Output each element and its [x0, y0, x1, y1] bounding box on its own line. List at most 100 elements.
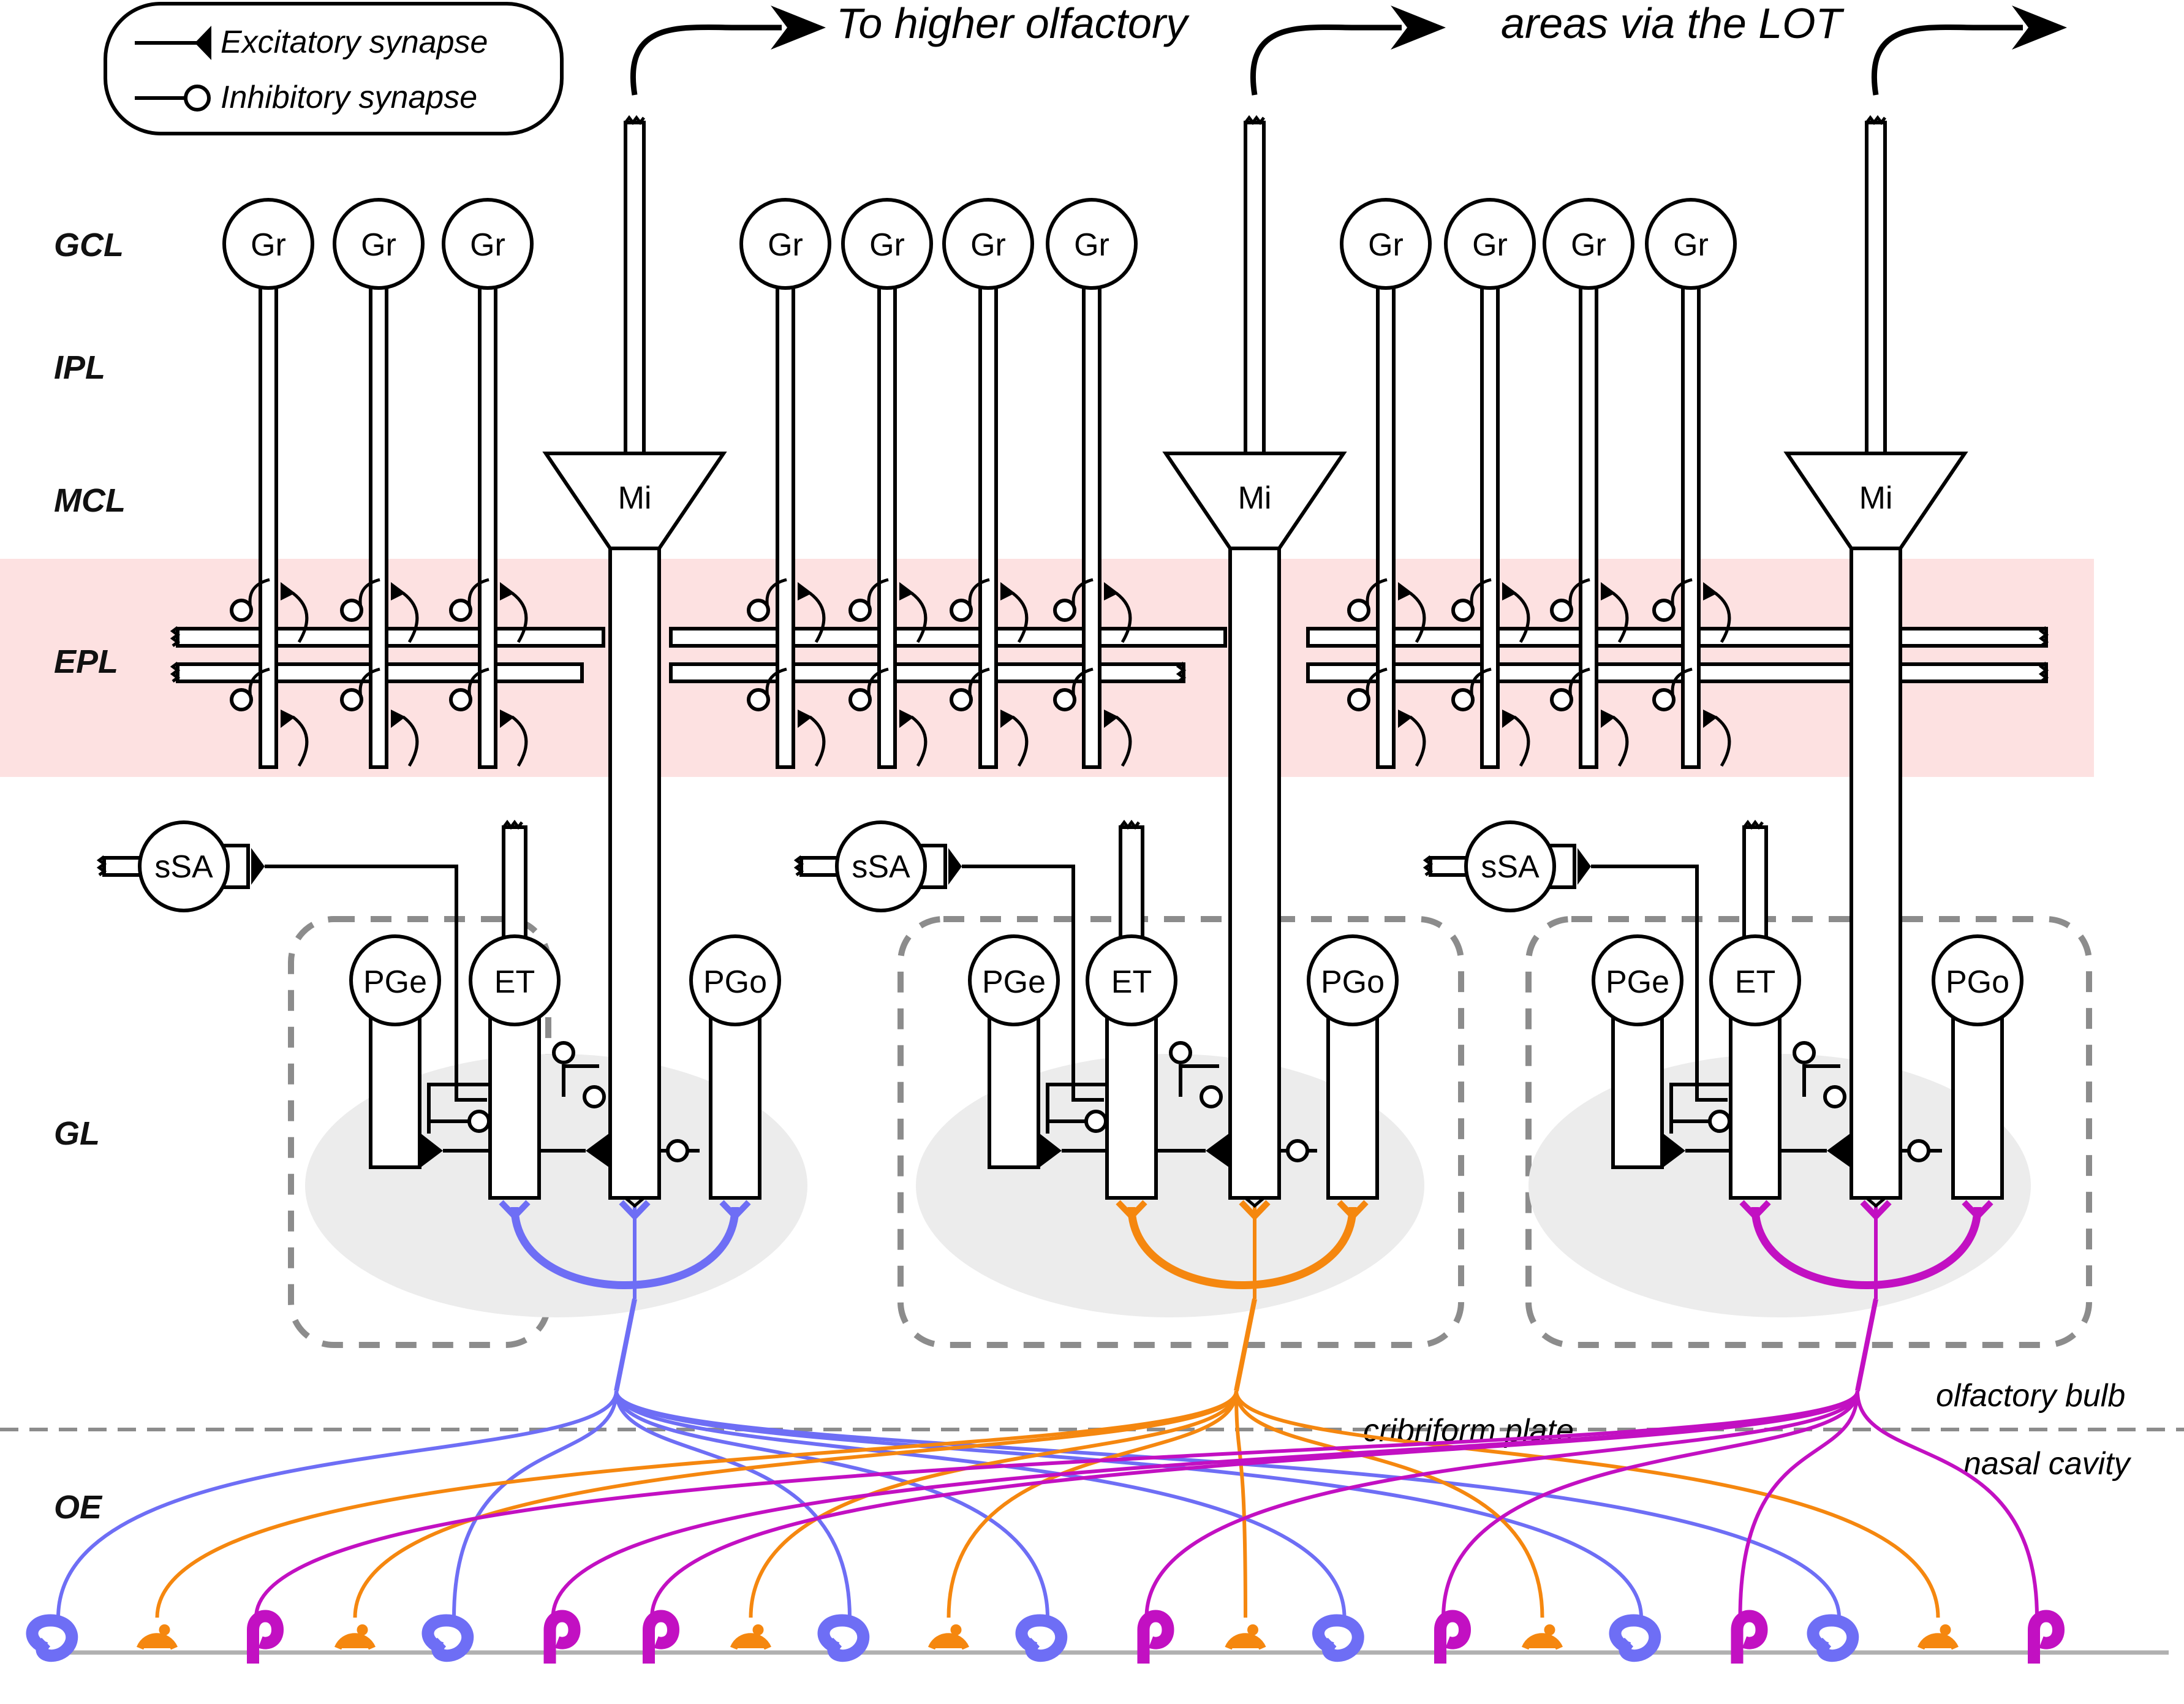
- olfactory-sensory-axon: [614, 1390, 852, 1618]
- granule-label: Gr: [970, 227, 1006, 263]
- granule-cell: Gr: [1444, 198, 1536, 769]
- spine: [1714, 716, 1731, 767]
- olfactory-sensory-axon: [155, 1390, 1238, 1618]
- pge-soma: [1592, 934, 1683, 1026]
- spine: [248, 578, 270, 611]
- spine: [1612, 716, 1629, 767]
- inhibitory-synapse: [1550, 688, 1573, 711]
- spine: [1470, 578, 1492, 611]
- excitatory-synapse: [1663, 1134, 1685, 1167]
- inhibitory-synapse: [230, 688, 253, 711]
- spine: [1513, 592, 1530, 643]
- output-arrow: [1250, 6, 1446, 96]
- synapse-line: [562, 1064, 599, 1097]
- receptor-cilia-blob: [1731, 1610, 1768, 1664]
- pge-label: PGe: [982, 964, 1046, 1000]
- spine: [867, 667, 889, 700]
- inhibitory-synapse: [1286, 1139, 1309, 1162]
- granule-dendrite: [1681, 268, 1701, 769]
- inhibitory-synapse: [1200, 1085, 1223, 1108]
- spine: [1671, 667, 1693, 700]
- granule-soma: [1645, 198, 1737, 290]
- sensory-neuron-ending: [543, 1610, 581, 1664]
- olfactory-sensory-axon: [1234, 1390, 1544, 1618]
- inhibitory-synapse: [1347, 688, 1370, 711]
- spine: [402, 716, 419, 767]
- et-dendrite: [1119, 825, 1144, 952]
- granule-dendrite: [1082, 268, 1101, 769]
- sensory-neuron-ending: [136, 1624, 178, 1650]
- olfactory-sensory-axon: [254, 1390, 1859, 1618]
- granule-cell: Gr: [1340, 198, 1432, 769]
- excitatory-synapse: [251, 848, 265, 885]
- pgo-body: [1951, 1015, 2004, 1200]
- inhibitory-synapse: [1169, 1041, 1192, 1064]
- inhibitory-synapse: [340, 688, 363, 711]
- olfactory-sensory-axon: [614, 1390, 1347, 1618]
- olfactory-sensory-axon: [1234, 1390, 1940, 1618]
- granule-label: Gr: [1673, 227, 1709, 263]
- granule-soma: [442, 198, 534, 290]
- granule-dendrite: [369, 268, 388, 769]
- mitral-soma: [542, 452, 727, 550]
- mitral-label: Mi: [618, 480, 652, 516]
- ssa-label: sSA: [1481, 849, 1540, 885]
- output-text-2: areas via the LOT: [1501, 0, 1845, 47]
- sensory-neuron-ending: [1015, 1614, 1068, 1662]
- receptor-cilia-blob: [334, 1633, 376, 1650]
- excitatory-synapse: [1398, 582, 1413, 600]
- ssa-soma: [138, 820, 230, 912]
- mitral-label: Mi: [1238, 480, 1272, 516]
- pgo-body: [1326, 1015, 1379, 1200]
- sensory-neuron-ending: [1917, 1624, 1959, 1650]
- inhibitory-synapse: [230, 599, 253, 622]
- inhibitory-synapse-icon: [184, 85, 211, 112]
- excitatory-synapse: [1703, 710, 1718, 728]
- inhibitory-synapse: [1652, 688, 1676, 711]
- receptor-knob: [950, 1624, 962, 1635]
- glomerulus-boundary: [1525, 916, 2092, 1348]
- spine: [358, 667, 380, 700]
- spine: [809, 716, 826, 767]
- inhibitory-synapse: [449, 599, 472, 622]
- mitral-primary-dendrite: [1850, 537, 1902, 1200]
- granule-cell: Gr: [1645, 198, 1737, 769]
- sensory-neuron-ending: [334, 1624, 376, 1650]
- inhibitory-synapse: [1451, 688, 1475, 711]
- granule-soma: [1543, 198, 1634, 290]
- olfactory-sensory-axon: [1738, 1390, 1859, 1618]
- mitral-soma: [1783, 452, 1968, 550]
- granule-dendrite: [259, 268, 278, 769]
- sensory-neuron-ending: [421, 1614, 474, 1662]
- granule-cell: Gr: [333, 198, 425, 769]
- inhibitory-synapse: [1907, 1139, 1930, 1162]
- excitatory-synapse: [798, 710, 812, 728]
- receptor-cilia-blob: [247, 1610, 284, 1664]
- granule-soma: [1444, 198, 1536, 290]
- excitatory-synapse: [948, 848, 962, 885]
- output-arrow: [630, 6, 826, 96]
- synapse-line: [427, 1083, 489, 1134]
- pge-body: [988, 1015, 1040, 1169]
- granule-label: Gr: [1368, 227, 1404, 263]
- output-arrow: [1872, 6, 2067, 96]
- excitatory-synapse: [1578, 848, 1591, 885]
- granule-soma: [1340, 198, 1432, 290]
- receptor-cilia-blob: [928, 1633, 969, 1650]
- mitral-lateral-dendrite: [669, 627, 1227, 648]
- inhibitory-synapse: [1652, 599, 1676, 622]
- receptor-cilia-blob: [1015, 1614, 1068, 1662]
- granule-dendrite: [1480, 268, 1500, 769]
- excitatory-synapse: [1502, 582, 1517, 600]
- spine: [968, 578, 990, 611]
- granule-dendrite: [877, 268, 897, 769]
- granule-soma: [841, 198, 933, 290]
- granule-label: Gr: [361, 227, 396, 263]
- pge-label: PGe: [363, 964, 427, 1000]
- excitatory-synapse: [899, 582, 914, 600]
- glomerulus-tuft: [155, 1200, 1940, 1618]
- granule-soma: [942, 198, 1034, 290]
- tuft-arc: [1751, 1206, 1982, 1289]
- granule-label: Gr: [768, 227, 803, 263]
